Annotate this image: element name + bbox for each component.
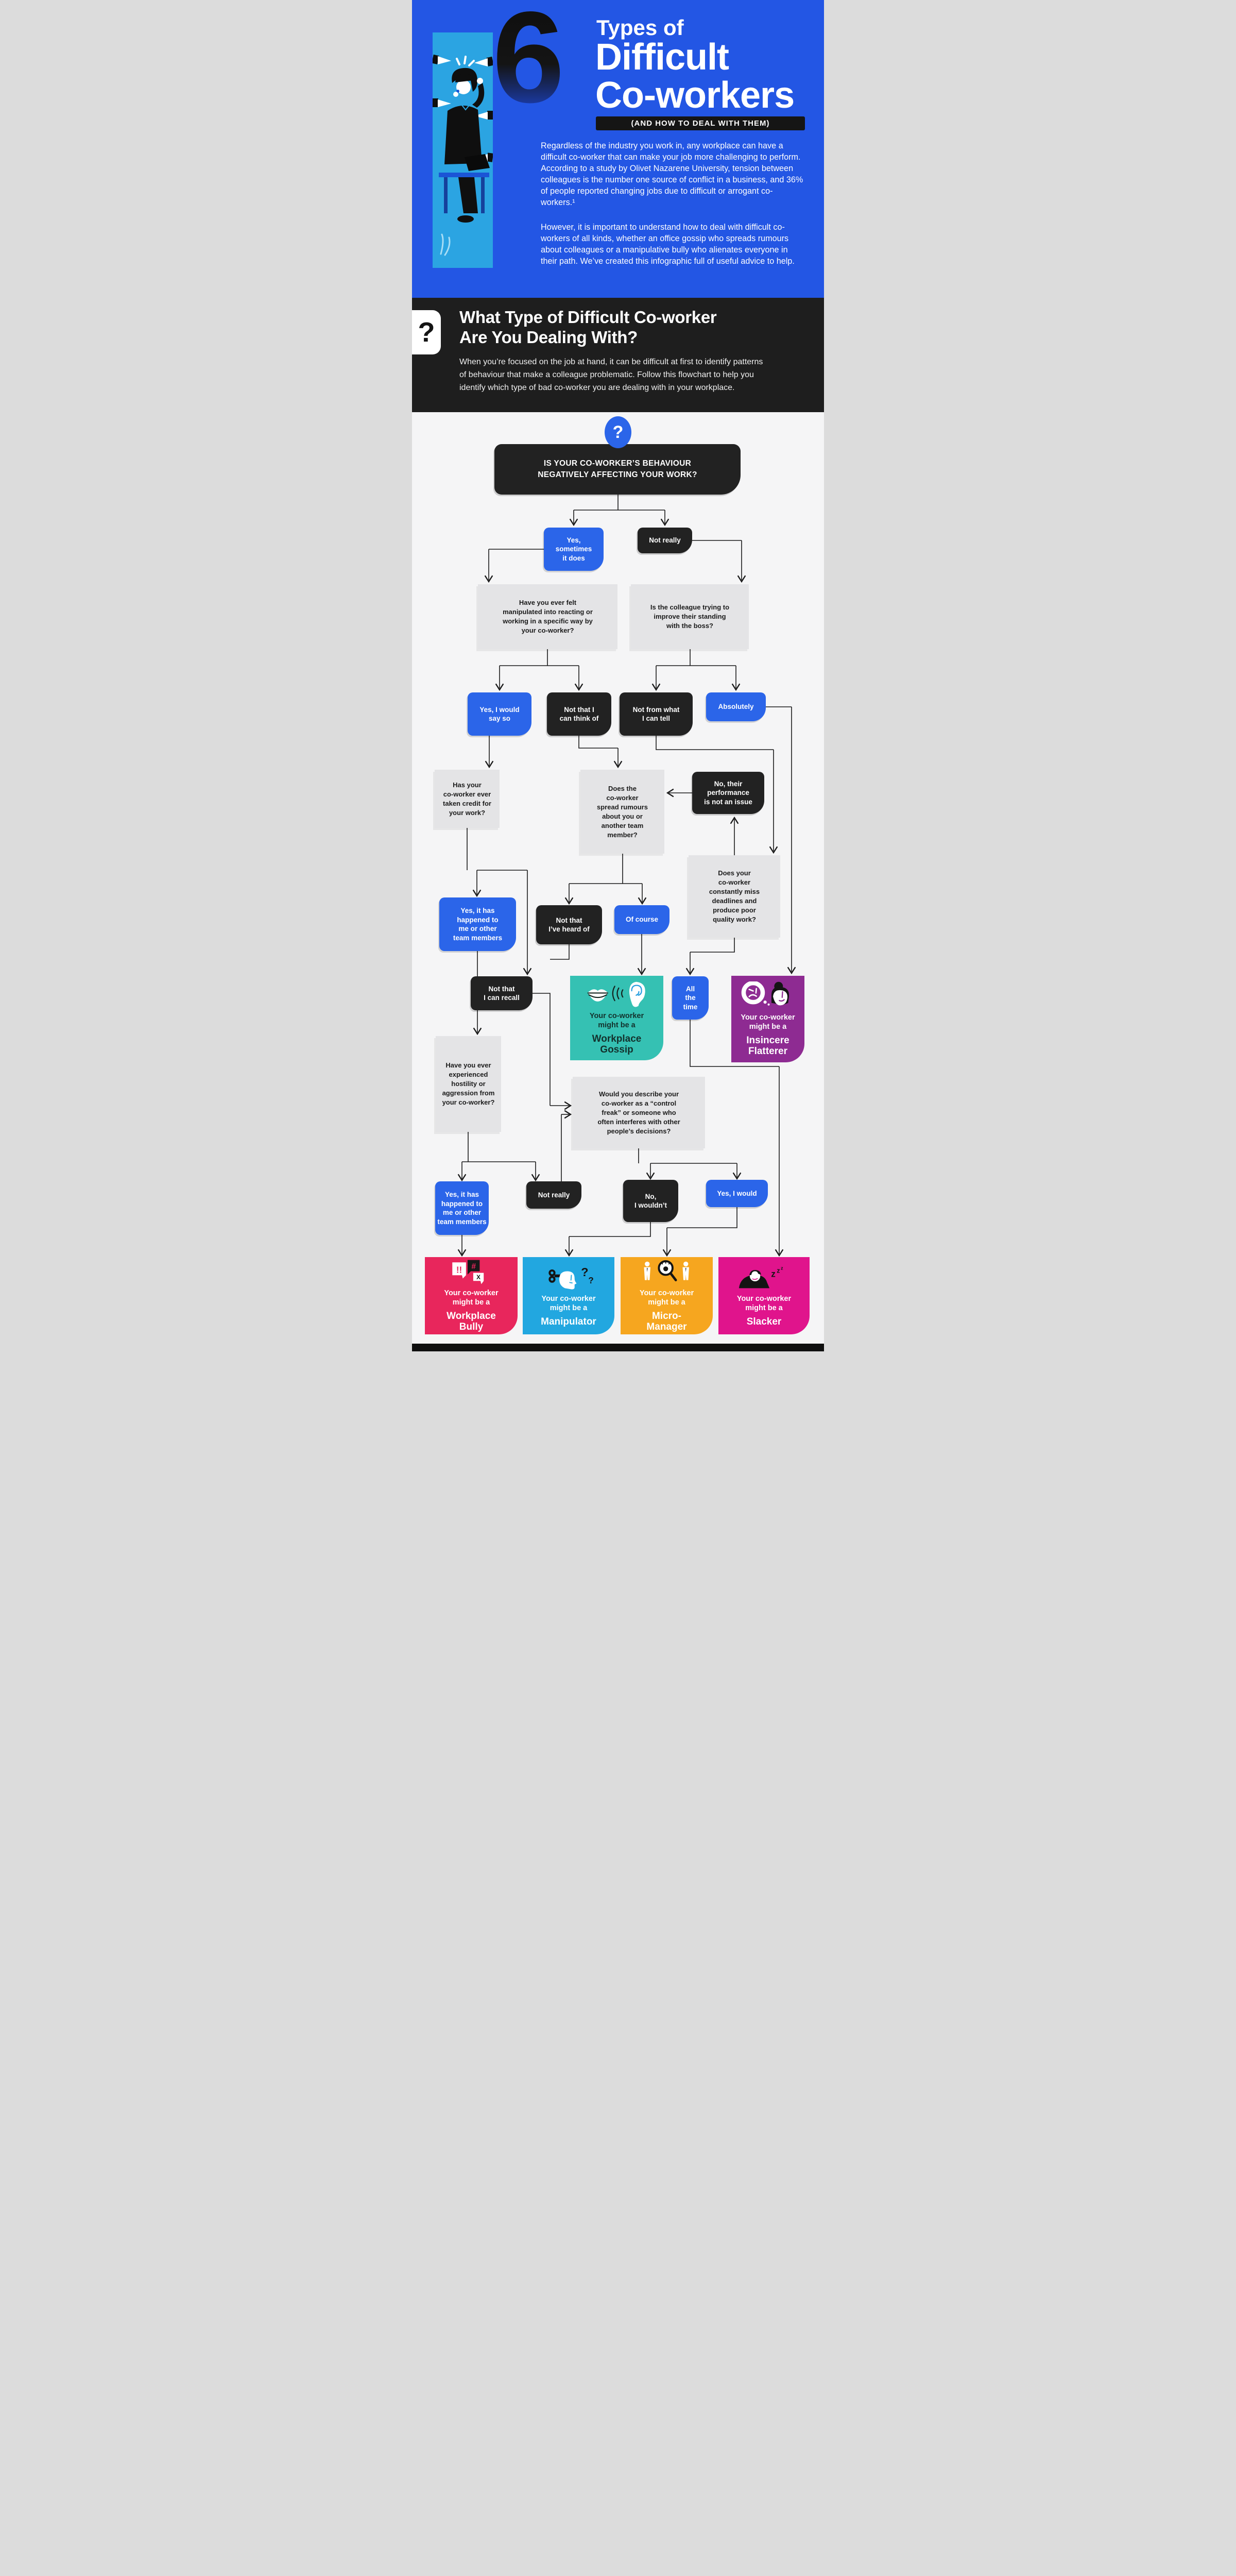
flow-answer-yes-happened-credit: Yes, it has happened to me or other team… — [439, 897, 516, 951]
svg-text:z: z — [781, 1265, 783, 1270]
svg-text:#: # — [471, 1262, 476, 1271]
flow-question-hostility: Have you ever experienced hostility or a… — [436, 1036, 501, 1132]
flow-answer-yes-i-would: Yes, I would — [706, 1180, 768, 1207]
flowchart-intro-section: ? What Type of Difficult Co-worker Are Y… — [412, 298, 824, 412]
header-kicker: Types of — [596, 15, 684, 40]
header-tagline: (AND HOW TO DEAL WITH THEM) — [596, 116, 805, 130]
sleeping-person-icon: z z z — [739, 1265, 783, 1288]
flow-answer-of-course: Of course — [614, 905, 670, 934]
question-mark-badge: ? — [412, 310, 441, 354]
flow-answer-not-really: Not really — [638, 528, 692, 553]
flatterer-thought-icon — [741, 981, 789, 1006]
flow-answer-yes-happened-hostility: Yes, it has happened to me or other team… — [435, 1181, 489, 1235]
svg-text:!!: !! — [456, 1265, 462, 1275]
big-number-6: 6 — [492, 0, 564, 123]
flow-question-credit: Has your co-worker ever taken credit for… — [435, 770, 500, 828]
section-body: When you’re focused on the job at hand, … — [459, 358, 763, 392]
header-section: 6 Types of Difficult Co-workers (AND HOW… — [412, 0, 824, 298]
intro-paragraph-2: However, it is important to understand h… — [541, 223, 795, 266]
result-prefix: Your co-worker might be a — [741, 1013, 795, 1031]
svg-text:z: z — [777, 1267, 780, 1274]
result-name: Micro- Manager — [646, 1311, 687, 1332]
result-slacker: z z z Your co-worker might be a Slacker — [718, 1257, 810, 1334]
result-prefix: Your co-worker might be a — [639, 1289, 694, 1307]
flow-question-standing: Is the colleague trying to improve their… — [631, 584, 749, 649]
stressed-woman-illustration — [433, 32, 493, 268]
pointing-hand-icon — [433, 98, 451, 107]
lips-and-ear-icon — [587, 981, 645, 1007]
result-name: Slacker — [746, 1316, 782, 1327]
result-insincere-flatterer: Your co-worker might be a Insincere Flat… — [731, 976, 804, 1062]
flow-start-question-icon: ? — [605, 416, 631, 448]
magnifier-eye-icon — [643, 1260, 689, 1281]
result-prefix: Your co-worker might be a — [541, 1294, 596, 1312]
flow-answer-not-think-of: Not that I can think of — [547, 692, 611, 736]
result-manipulator: ? ? Your co-worker might be a Manipulato… — [523, 1257, 614, 1334]
result-prefix: Your co-worker might be a — [589, 1012, 644, 1029]
flow-answer-not-heard: Not that I’ve heard of — [536, 905, 602, 944]
flow-question-control-freak: Would you describe your co-worker as a “… — [573, 1077, 705, 1148]
flow-start-node: IS YOUR CO-WORKER’S BEHAVIOUR NEGATIVELY… — [494, 444, 741, 495]
flow-answer-no-wouldnt: No, I wouldn’t — [623, 1180, 678, 1222]
flow-answer-absolutely: Absolutely — [706, 692, 766, 721]
footer-bar — [412, 1344, 824, 1351]
bully-speech-bubbles-icon: !! # X — [452, 1260, 484, 1284]
flow-question-deadlines: Does your co-worker constantly miss dead… — [689, 855, 780, 938]
svg-text:X: X — [476, 1274, 480, 1281]
section-heading: What Type of Difficult Co-worker Are You… — [459, 308, 717, 347]
svg-text:?: ? — [581, 1265, 588, 1278]
wind-up-head-icon: ? ? — [548, 1265, 594, 1290]
result-workplace-gossip: Your co-worker might be a Workplace Goss… — [570, 976, 663, 1060]
result-prefix: Your co-worker might be a — [444, 1289, 499, 1307]
flow-answer-all-the-time: All the time — [672, 976, 709, 1020]
result-name: Manipulator — [541, 1316, 596, 1327]
result-workplace-bully: !! # X Your co-worker might be a Workpla… — [425, 1257, 518, 1334]
pointing-hand-icon — [433, 54, 451, 64]
flow-answer-yes-sometimes: Yes, sometimes it does — [544, 528, 604, 571]
page-title: Difficult Co-workers — [595, 37, 795, 116]
flow-question-manipulated: Have you ever felt manipulated into reac… — [478, 584, 617, 649]
pointing-hand-icon — [474, 111, 493, 120]
flow-question-rumours: Does the co-worker spread rumours about … — [580, 770, 664, 854]
svg-text:?: ? — [588, 1275, 594, 1285]
flow-answer-not-recall: Not that I can recall — [471, 976, 533, 1010]
flow-answer-not-really-hostility: Not really — [526, 1181, 581, 1209]
infographic-page: 6 Types of Difficult Co-workers (AND HOW… — [412, 0, 824, 1351]
flow-answer-yes-would-say: Yes, I would say so — [468, 692, 531, 736]
flow-answer-not-from-what: Not from what I can tell — [620, 692, 693, 736]
result-name: Workplace Gossip — [592, 1033, 642, 1055]
svg-text:z: z — [771, 1268, 776, 1279]
pointing-hand-icon — [474, 56, 493, 66]
result-micro-manager: Your co-worker might be a Micro- Manager — [621, 1257, 713, 1334]
result-name: Insincere Flatterer — [746, 1035, 789, 1057]
result-prefix: Your co-worker might be a — [736, 1294, 792, 1312]
intro-paragraph-1: Regardless of the industry you work in, … — [541, 141, 803, 207]
flow-answer-no-performance: No, their performance is not an issue — [692, 772, 764, 814]
result-name: Workplace Bully — [447, 1311, 496, 1332]
